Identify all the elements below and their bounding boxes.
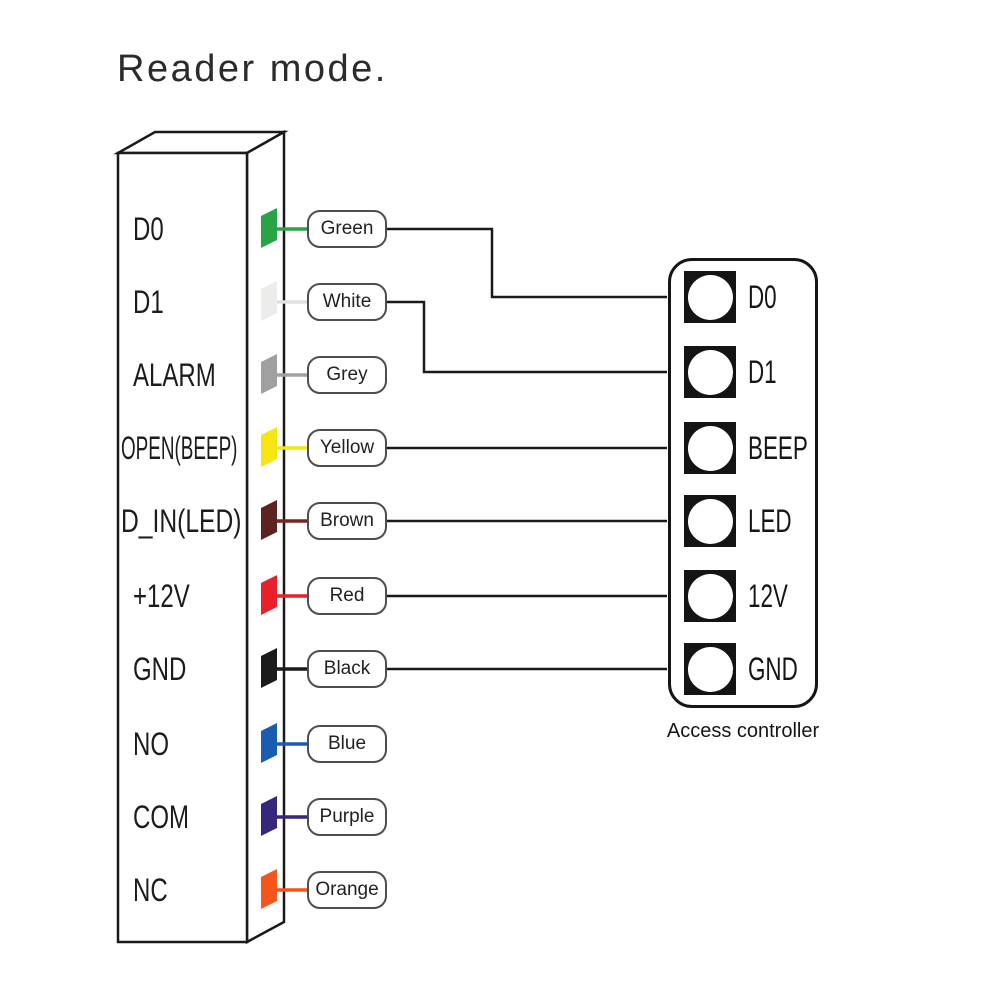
- terminal-block-green: [261, 208, 277, 248]
- terminal-hole-icon: [687, 274, 733, 320]
- page-title: Reader mode.: [117, 48, 388, 90]
- controller-port-led: LED: [684, 495, 810, 547]
- terminal-hole-icon: [687, 646, 733, 692]
- wire-white-to-d1: [387, 300, 667, 374]
- wire-color-label: Orange: [315, 879, 379, 900]
- wire-color-label: Grey: [326, 364, 368, 385]
- terminal-label-gnd: GND: [133, 651, 187, 687]
- access-controller-caption: Access controller: [666, 720, 820, 742]
- wire-color-pill-green: Green: [307, 210, 387, 248]
- port-label: GND: [748, 650, 798, 687]
- terminal-block-grey: [261, 354, 277, 394]
- terminal-label-nc: NC: [133, 872, 168, 908]
- port-label: D0: [748, 278, 777, 315]
- terminal-label-open-beep-: OPEN(BEEP): [121, 430, 238, 466]
- terminal-block-black: [261, 648, 277, 688]
- terminal-pad-icon: [684, 570, 736, 622]
- terminal-pad-icon: [684, 346, 736, 398]
- wire-green-to-d0: [387, 227, 667, 299]
- controller-port-12v: 12V: [684, 570, 805, 622]
- terminal-block-purple: [261, 796, 277, 836]
- wire-color-pill-grey: Grey: [307, 356, 387, 394]
- wire-color-label: White: [322, 291, 372, 312]
- terminal-hole-icon: [687, 498, 733, 544]
- terminal-hole-icon: [687, 349, 733, 395]
- controller-port-beep: BEEP: [684, 422, 833, 474]
- terminal-hole-icon: [687, 573, 733, 619]
- wire-color-label: Black: [323, 658, 371, 679]
- access-controller-box: D0 D1 BEEP LED 12V GND: [668, 258, 818, 708]
- terminal-label-alarm: ALARM: [133, 357, 216, 393]
- wire-color-label: Red: [329, 585, 365, 606]
- terminal-pad-icon: [684, 495, 736, 547]
- wire-color-label: Purple: [319, 806, 375, 827]
- terminal-pad-icon: [684, 271, 736, 323]
- terminal-block-orange: [261, 869, 277, 909]
- terminal-block-red: [261, 575, 277, 615]
- terminal-pad-icon: [684, 422, 736, 474]
- terminal-block-brown: [261, 500, 277, 540]
- controller-port-gnd: GND: [684, 643, 819, 695]
- terminal-label-no: NO: [133, 726, 169, 762]
- port-label: LED: [748, 502, 792, 539]
- terminal-label-d-in-led-: D_IN(LED): [121, 503, 242, 539]
- terminal-label-d1: D1: [133, 284, 164, 320]
- wire-color-label: Blue: [327, 733, 367, 754]
- wire-color-pill-purple: Purple: [307, 798, 387, 836]
- port-label: BEEP: [748, 429, 808, 466]
- wire-color-pill-orange: Orange: [307, 871, 387, 909]
- wire-color-label: Yellow: [319, 437, 375, 458]
- wire-color-pill-yellow: Yellow: [307, 429, 387, 467]
- wire-color-pill-brown: Brown: [307, 502, 387, 540]
- port-label: D1: [748, 353, 777, 390]
- wire-color-label: Green: [320, 218, 374, 239]
- terminal-pad-icon: [684, 643, 736, 695]
- terminal-label-d0: D0: [133, 211, 164, 247]
- terminal-block-yellow: [261, 427, 277, 467]
- wire-color-label: Brown: [320, 510, 374, 531]
- wire-color-pill-white: White: [307, 283, 387, 321]
- controller-port-d0: D0: [684, 271, 789, 323]
- reader-box-front: [116, 151, 249, 944]
- terminal-label-com: COM: [133, 799, 189, 835]
- wire-color-pill-red: Red: [307, 577, 387, 615]
- port-label: 12V: [748, 577, 788, 614]
- terminal-label-+12v: +12V: [133, 578, 190, 614]
- terminal-block-white: [261, 281, 277, 321]
- controller-port-d1: D1: [684, 346, 789, 398]
- wire-color-pill-black: Black: [307, 650, 387, 688]
- terminal-hole-icon: [687, 425, 733, 471]
- terminal-block-blue: [261, 723, 277, 763]
- wire-color-pill-blue: Blue: [307, 725, 387, 763]
